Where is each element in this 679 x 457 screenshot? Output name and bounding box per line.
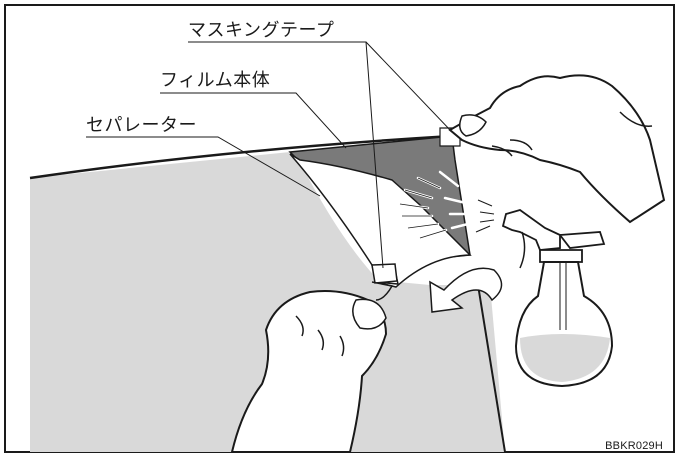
- curved-arrow-icon: [429, 267, 503, 313]
- spray-streak-outlines: [399, 177, 447, 239]
- leader-separator: [86, 136, 321, 197]
- label-separator: セパレーター: [86, 115, 197, 136]
- leader-lines: [86, 41, 453, 269]
- glass-top-edge: [29, 134, 453, 180]
- separator-shape: [289, 153, 472, 288]
- label-film-body: フィルム本体: [160, 70, 271, 91]
- upper-right-hand-icon: [448, 74, 666, 224]
- glass-surface: [30, 152, 505, 452]
- label-masking-tape: マスキングテープ: [188, 20, 335, 41]
- figure-code: BBKR029H: [605, 440, 663, 452]
- spray-bottle-icon: [501, 209, 614, 388]
- glass-right-edge: [477, 284, 506, 453]
- lower-left-hand-icon: [230, 281, 394, 453]
- masking-tape-piece-lower: [371, 263, 398, 284]
- leader-masking-tape-upper: [365, 41, 453, 133]
- leader-film-body: [160, 92, 347, 149]
- spray-mist: [475, 199, 495, 233]
